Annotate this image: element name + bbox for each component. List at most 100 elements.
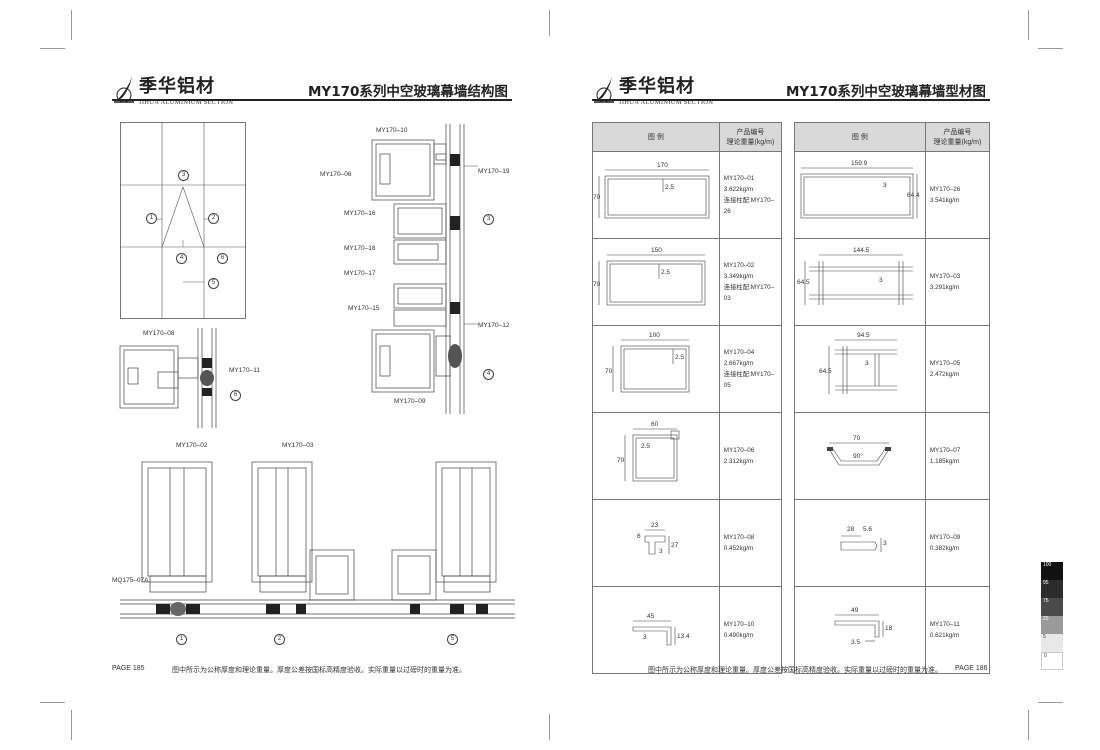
profile-info-cell: MY170–10 0.490kg/m (718, 586, 783, 674)
dim-lip: 6 (637, 533, 641, 540)
profile-weight: 0.382kg/m (929, 545, 960, 552)
crop-mark (40, 702, 65, 703)
dim-width: 170 (657, 162, 668, 169)
label-my170-09: MY170–09 (394, 398, 426, 405)
label-my170-03: MY170–03 (282, 442, 314, 449)
profile-drawing-cell: 70 90° (794, 412, 926, 500)
table-row: 94.5 64.5 3 MY170–05 2.472kg/m (794, 325, 991, 413)
profile-code: MY170–08 (723, 534, 755, 541)
profile-code: MY170–01 (723, 175, 755, 182)
left-title-rule (112, 99, 512, 101)
profile-drawing (840, 535, 882, 552)
profile-info-cell: MY170–05 2.472kg/m (924, 325, 991, 413)
crop-mark (40, 48, 65, 49)
profile-drawing-cell: 23 6 27 3 (592, 499, 720, 587)
table-row: 60 70 2.5 MY170–06 2.312kg/m (592, 412, 783, 500)
dim-width: 100 (649, 332, 660, 339)
profile-code: MY170–26 (929, 186, 961, 193)
color-swatch: 5 (1041, 634, 1063, 652)
profile-info-cell: MY170–06 2.312kg/m (718, 412, 783, 500)
profile-weight: 2.312kg/m (723, 458, 754, 465)
color-swatch: 0 (1041, 652, 1063, 670)
profile-code: MY170–11 (929, 621, 960, 628)
brand-logo-icon (594, 77, 614, 103)
horizontal-section-drawing (120, 461, 515, 619)
brand-name: 季华铝材 (619, 76, 695, 97)
profile-drawing (827, 442, 891, 466)
profile-connector: 连接柱配:MY170–26 (723, 197, 775, 215)
table-row: 49 18 3.5 MY170–11 0.621kg/m (794, 586, 991, 674)
dim-width: 60 (651, 421, 659, 428)
label-my170-11: MY170–11 (229, 367, 260, 374)
profile-info-cell: MY170–09 0.382kg/m (924, 499, 991, 587)
table-row: 100 70 2.5 MY170–04 2.667kg/m 连接柱配:MY170… (592, 325, 783, 413)
left-brand: 季华铝材 JIHUA ALUMINIUM SECTION (112, 72, 233, 106)
profile-info-cell: MY170–08 0.452kg/m (718, 499, 783, 587)
right-title-rule (592, 99, 990, 101)
header-weight: 理论重量(kg/m) (933, 139, 982, 146)
dim-height: 13.4 (677, 633, 690, 640)
label-my170-12: MY170–12 (478, 322, 510, 329)
dim-height: 5.6 (863, 526, 873, 533)
profile-drawing (632, 620, 676, 646)
dim-thickness: 3 (879, 277, 883, 284)
right-footnote: 图中所示为公称厚度和理论重量。厚度公差按国标高精度验收。实际重量以过磅时的重量为… (648, 667, 942, 674)
profile-weight: 3.622kg/m (723, 186, 754, 193)
profile-drawing-cell: 100 70 2.5 (592, 325, 720, 413)
profile-drawing-cell: 49 18 3.5 (794, 586, 926, 674)
profile-drawing (612, 339, 690, 393)
profile-drawing (644, 529, 670, 555)
profile-weight: 3.291kg/m (929, 284, 960, 291)
crop-mark (1038, 702, 1063, 703)
dim-width: 150 (651, 247, 662, 254)
profile-code: MY170–09 (929, 534, 961, 541)
right-brand: 季华铝材 JIHUA ALUMINIUM SECTION (592, 72, 713, 106)
profile-code: MY170–05 (929, 360, 961, 367)
dim-thickness: 2.5 (675, 354, 685, 361)
dim-thickness: 2.5 (661, 269, 671, 276)
spec-table-right: 图 例 产品编号 理论重量(kg/m) 159.9 64.4 3 MY (794, 122, 991, 674)
profile-drawing-cell: 60 70 2.5 (592, 412, 720, 500)
profile-code: MY170–04 (723, 349, 755, 356)
profile-connector: 连接柱配:MY170–05 (723, 371, 775, 389)
crop-mark (71, 10, 72, 40)
profile-weight: 2.667kg/m (723, 360, 754, 367)
table-row: 159.9 64.4 3 MY170–26 3.541kg/m (794, 151, 991, 239)
profile-code: MY170–03 (929, 273, 961, 280)
profile-info-cell: MY170–04 2.667kg/m 连接柱配:MY170–05 (718, 325, 783, 413)
brand-subtitle: JIHUA ALUMINIUM SECTION (139, 99, 234, 106)
label-my170-16: MY170–16 (344, 210, 376, 217)
profile-code: MY170–10 (723, 621, 755, 628)
table-header-row: 图 例 产品编号 理论重量(kg/m) (794, 122, 991, 152)
profile-info-cell: MY170–11 0.621kg/m (924, 586, 991, 674)
color-swatch: 25 (1041, 616, 1063, 634)
dim-thickness: 3 (659, 548, 663, 555)
detail-callout-3: 3 (483, 214, 494, 225)
dim-height: 70 (617, 457, 625, 464)
dim-height: 70 (593, 194, 601, 201)
profile-drawing (828, 339, 897, 394)
crop-mark (549, 714, 550, 740)
dim-width: 28 (847, 526, 855, 533)
callout-2: 2 (208, 213, 219, 224)
header-code: 产品编号 (736, 129, 765, 136)
header-code: 产品编号 (943, 129, 972, 136)
dim-thickness: 3 (883, 182, 887, 189)
profile-weight: 3.349kg/m (723, 273, 754, 280)
dim-width: 23 (651, 522, 659, 529)
label-mq175-07a: MQ175–07A (112, 577, 149, 584)
dim-thickness: 2.5 (641, 443, 651, 450)
profile-weight: 2.472kg/m (929, 371, 960, 378)
table-row: 45 3 13.4 MY170–10 0.490kg/m (592, 586, 783, 674)
right-page-number: PAGE 186 (955, 665, 988, 672)
vertical-section-drawing (371, 124, 478, 414)
profile-info-cell: MY170–02 3.349kg/m 连接柱配:MY170–03 (718, 238, 783, 326)
label-my170-06: MY170–06 (320, 171, 352, 178)
label-my170-19: MY170–19 (478, 168, 510, 175)
bottom-callout-2: 2 (274, 634, 285, 645)
dim-angle: 90° (853, 453, 863, 460)
callout-4: 4 (176, 253, 187, 264)
label-my170-02: MY170–02 (176, 442, 208, 449)
dim-height: 70 (605, 368, 613, 375)
callout-6: 6 (217, 253, 228, 264)
